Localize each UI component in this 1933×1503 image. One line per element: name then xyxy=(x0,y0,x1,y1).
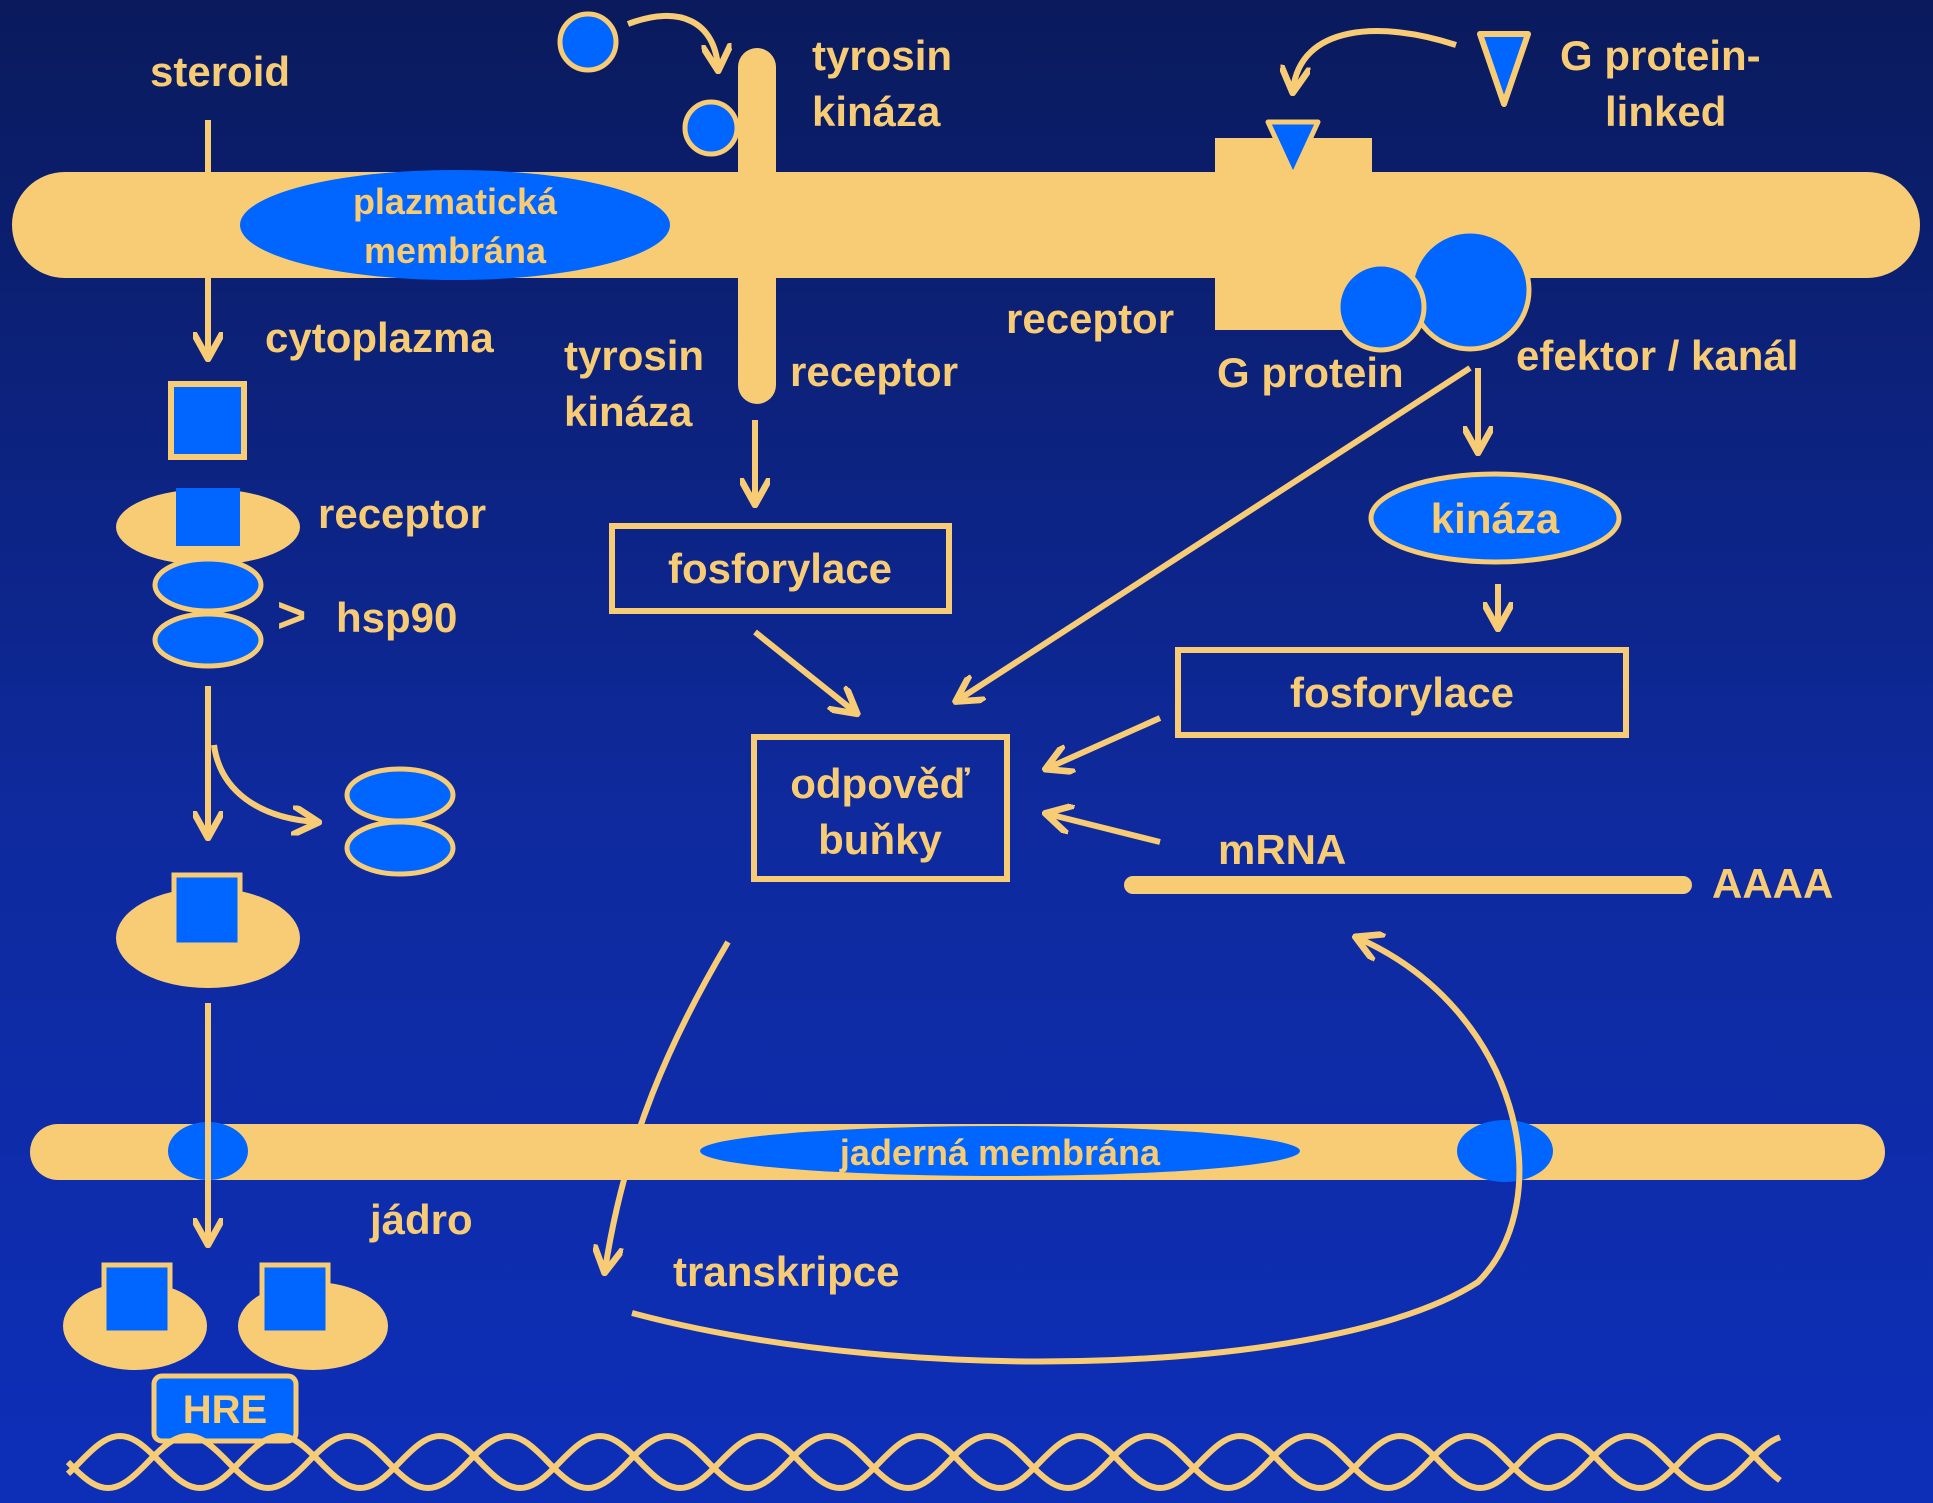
steroid-label: steroid xyxy=(150,48,290,95)
activated-receptor-hormone xyxy=(171,872,243,948)
hsp90-upper xyxy=(152,556,264,614)
ligand-circle-free xyxy=(557,11,619,73)
dimer-hormone-right xyxy=(259,1262,331,1336)
cell-response-box xyxy=(751,734,1010,882)
plasma-membrane-label-line2: membrána xyxy=(364,230,547,271)
dna-helix xyxy=(65,1432,1782,1492)
tyrosine-kinase-receptor xyxy=(738,48,776,404)
effector-to-response-arrow xyxy=(958,365,1472,700)
kinase-label: kináza xyxy=(1431,495,1560,542)
tyrosine-kinase-receptor-line2: kináza xyxy=(564,388,693,435)
g-ligand-bound xyxy=(1265,119,1321,179)
ligand-binding-arrow xyxy=(626,12,718,68)
g-receptor-label: receptor xyxy=(1006,295,1174,342)
dna-strand-a xyxy=(65,1432,1782,1492)
steroid-hormone-square xyxy=(168,381,247,460)
ligand-circle-bound xyxy=(682,99,740,157)
hsp90-release-arrow xyxy=(211,744,316,822)
hsp90-label: hsp90 xyxy=(336,594,457,641)
phosphorylation-box-left xyxy=(609,523,952,614)
steroid-receptor-label: receptor xyxy=(318,490,486,537)
tyrosine-kinase-top-line2: kináza xyxy=(812,88,941,135)
hre-label: HRE xyxy=(183,1388,267,1432)
poly-a-tail-label: AAAA xyxy=(1712,860,1833,907)
g-ligand-binding-arrow xyxy=(1293,28,1457,90)
cell-response-line2: buňky xyxy=(818,816,942,863)
released-hsp90-lower xyxy=(344,819,456,877)
hre-box xyxy=(151,1373,299,1444)
g-ligand-free xyxy=(1477,31,1531,107)
phosphorylation-to-response-arrow xyxy=(753,629,855,712)
effector-channel xyxy=(1408,228,1532,352)
transcription-to-mrna-arrow xyxy=(631,938,1523,1365)
effector-label: efektor / kanál xyxy=(1516,332,1798,379)
hsp90-lower xyxy=(152,611,264,669)
mrna-to-response-arrow xyxy=(1048,814,1161,845)
cell-response-line1: odpověď xyxy=(790,760,970,807)
tyrosine-kinase-receptor-label: receptor xyxy=(790,348,958,395)
nuclear-membrane-label: jaderná membrána xyxy=(839,1132,1161,1173)
cytoplasm-label: cytoplazma xyxy=(265,314,494,361)
released-hsp90-upper xyxy=(344,766,456,824)
nuclear-pore-right xyxy=(1457,1120,1553,1182)
plasma-membrane-label-line1: plazmatická xyxy=(353,181,558,222)
phosphorylation-left-label: fosforylace xyxy=(668,545,892,592)
transcription-label: transkripce xyxy=(673,1248,899,1295)
nucleus-label: jádro xyxy=(369,1196,473,1243)
hsp90-bracket: > xyxy=(277,587,306,643)
phosphorylation-right-to-response-arrow xyxy=(1048,715,1162,768)
g-protein-label: G protein xyxy=(1217,349,1404,396)
receptor-binding-site xyxy=(176,488,240,546)
mrna-label: mRNA xyxy=(1218,826,1346,873)
plasma-membrane-label-ellipse xyxy=(240,170,670,280)
g-protein-linked-line1: G protein- xyxy=(1560,32,1761,79)
dimer-hormone-left xyxy=(101,1262,173,1336)
phosphorylation-box-right xyxy=(1175,647,1629,738)
nuclear-membrane-label-ellipse xyxy=(700,1126,1300,1176)
tyrosine-kinase-top-line1: tyrosin xyxy=(812,32,952,79)
g-protein xyxy=(1335,261,1427,353)
dna-strand-b xyxy=(65,1432,1782,1492)
kinase-ellipse xyxy=(1368,471,1622,565)
g-protein-linked-line2: linked xyxy=(1605,88,1726,135)
response-to-transcription-arrow xyxy=(605,940,731,1270)
phosphorylation-right-label: fosforylace xyxy=(1290,669,1514,716)
tyrosine-kinase-receptor-line1: tyrosin xyxy=(564,332,704,379)
